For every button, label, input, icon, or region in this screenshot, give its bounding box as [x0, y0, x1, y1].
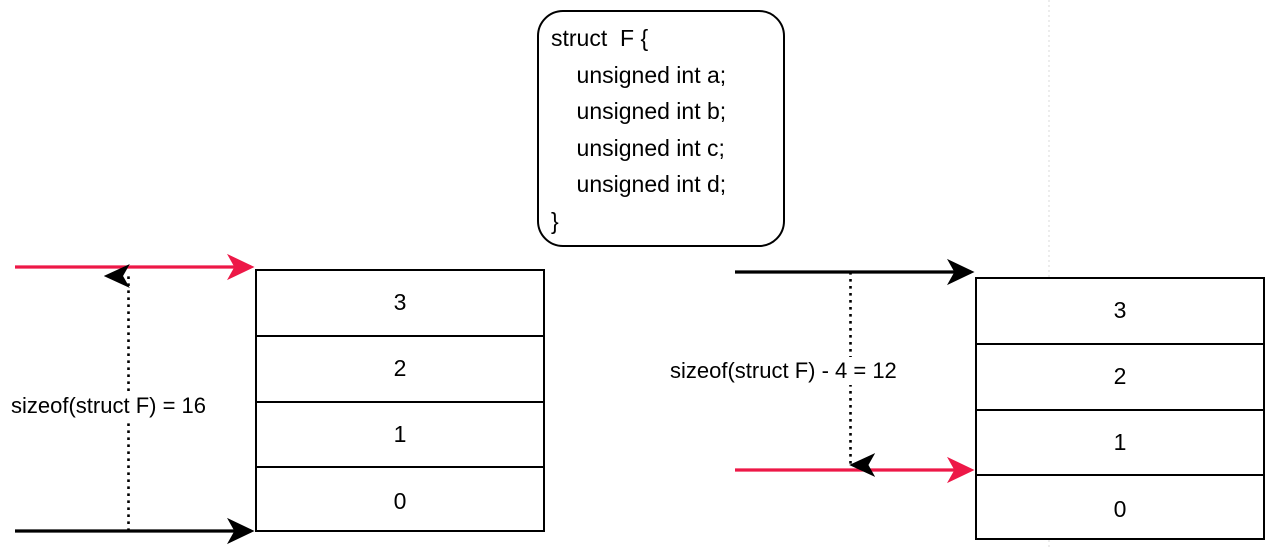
memory-table-left: 3 2 1 0 [255, 269, 545, 532]
memory-table-right: 3 2 1 0 [975, 277, 1265, 540]
memory-cell: 2 [257, 337, 543, 403]
struct-definition-box: struct F { unsigned int a; unsigned int … [537, 10, 785, 247]
memory-cell: 2 [977, 345, 1263, 411]
memory-cell: 1 [257, 403, 543, 469]
memory-cell: 3 [257, 271, 543, 337]
memory-cell: 0 [1113, 495, 1127, 522]
memory-cell: 3 [977, 279, 1263, 345]
struct-definition-text: struct F { unsigned int a; unsigned int … [551, 25, 727, 234]
sizeof-label-left: sizeof(struct F) = 16 [9, 392, 209, 420]
memory-cell: 0 [393, 487, 407, 514]
sizeof-label-right: sizeof(struct F) - 4 = 12 [668, 357, 899, 385]
memory-cell: 1 [977, 411, 1263, 477]
